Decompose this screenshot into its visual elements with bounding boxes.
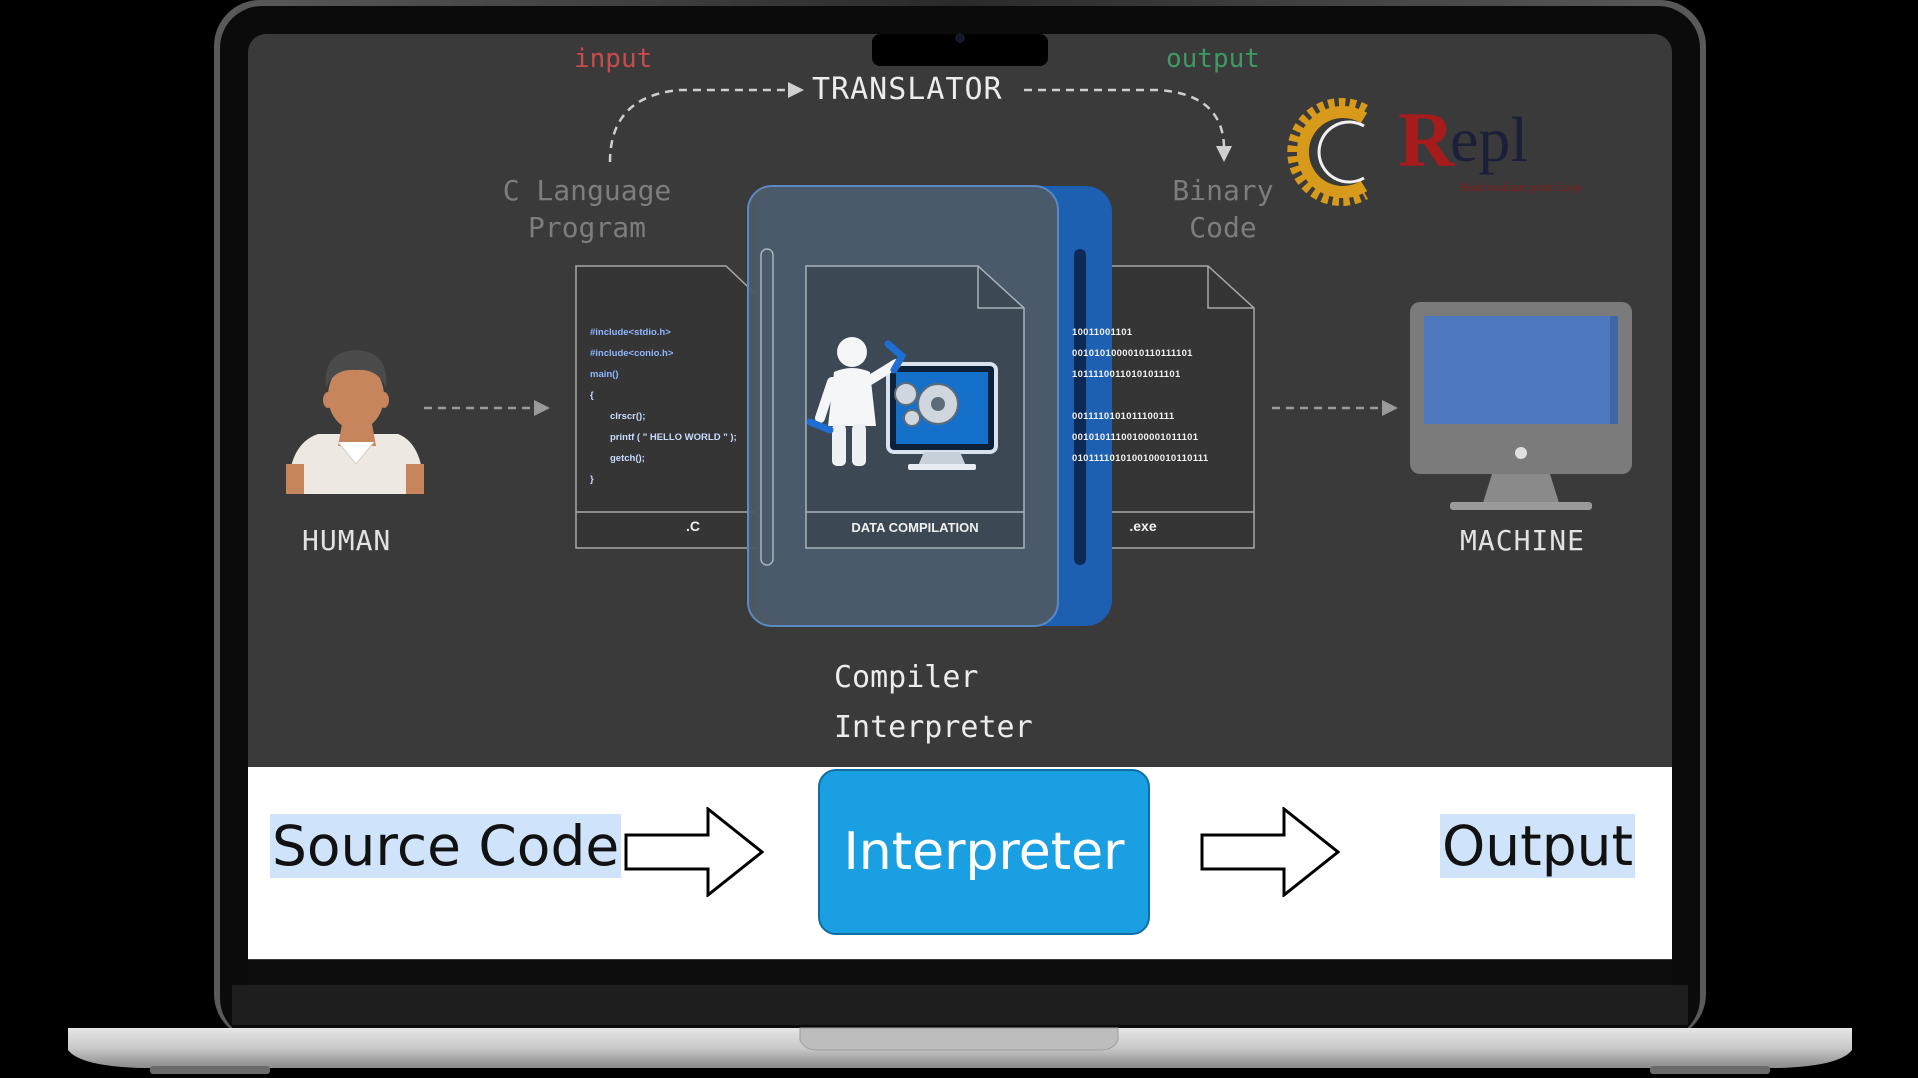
binary-type-label: Binary Code bbox=[1158, 172, 1288, 246]
repl-logo-text: epl bbox=[1450, 104, 1529, 175]
data-compilation-label: DATA COMPILATION bbox=[851, 520, 979, 535]
flow-interpreter-box: Interpreter bbox=[818, 769, 1150, 935]
engineer-computer-illustration bbox=[806, 337, 998, 470]
code-line: #include<stdio.h> bbox=[590, 327, 671, 338]
camera-notch bbox=[872, 34, 1048, 66]
binary-type-line2: Code bbox=[1189, 211, 1257, 244]
source-file-ext: .C bbox=[686, 518, 700, 534]
monitor-icon bbox=[1410, 302, 1632, 510]
input-label: input bbox=[574, 44, 653, 74]
input-curve-arrow bbox=[608, 88, 788, 163]
compiler-label: Compiler bbox=[834, 660, 979, 695]
binary-line bbox=[1072, 385, 1252, 406]
diagram-area: input TRANSLATOR output C Language Progr… bbox=[248, 34, 1672, 767]
human-avatar bbox=[286, 350, 424, 494]
code-line: } bbox=[590, 474, 594, 485]
source-type-line1: C Language bbox=[502, 174, 672, 207]
repl-logo-tagline: Read evaluate print Loop bbox=[1460, 180, 1582, 194]
human-label: HUMAN bbox=[302, 524, 392, 557]
interpreter-type-label: Interpreter bbox=[834, 710, 1033, 745]
source-code-text: #include<stdio.h> #include<conio.h> main… bbox=[590, 322, 760, 490]
binary-line: 10011001101 bbox=[1072, 327, 1133, 338]
code-line: clrscr(); bbox=[610, 411, 646, 422]
flow-strip: Source Code Interpreter Output bbox=[248, 767, 1672, 959]
translator-label: TRANSLATOR bbox=[812, 72, 1003, 107]
binary-line: 10111100110101011101 bbox=[1072, 369, 1181, 380]
binary-line: 0011110101011100111 bbox=[1072, 411, 1175, 422]
flow-source-code-text: Source Code bbox=[270, 814, 622, 878]
flow-output: Output bbox=[1440, 814, 1636, 878]
code-line: getch(); bbox=[610, 453, 645, 464]
flow-output-text: Output bbox=[1440, 814, 1636, 878]
output-curve-arrow bbox=[1024, 88, 1226, 147]
binary-line: 0010101000010110111101 bbox=[1072, 348, 1193, 359]
flow-source-code: Source Code bbox=[270, 814, 622, 878]
binary-code-text: 10011001101 0010101000010110111101 10111… bbox=[1072, 322, 1252, 469]
source-type-label: C Language Program bbox=[502, 172, 672, 246]
diagram-arrows bbox=[286, 82, 1632, 627]
binary-line: 0101111010100100010110111 bbox=[1072, 453, 1209, 464]
flow-arrow-1 bbox=[624, 807, 765, 897]
repl-logo-gear bbox=[1287, 98, 1368, 206]
binary-type-line1: Binary bbox=[1172, 174, 1274, 207]
output-label: output bbox=[1166, 44, 1260, 74]
exe-file-ext: .exe bbox=[1129, 518, 1157, 534]
binary-line: 00101011100100001011101 bbox=[1072, 432, 1199, 443]
source-type-line2: Program bbox=[527, 211, 646, 244]
repl-logo-initial: R bbox=[1398, 96, 1455, 183]
machine-label: MACHINE bbox=[1460, 524, 1586, 557]
code-line: printf ( " HELLO WORLD " ); bbox=[610, 432, 737, 443]
code-line: main() bbox=[590, 369, 619, 380]
flow-arrow-2 bbox=[1200, 807, 1341, 897]
code-line: #include<conio.h> bbox=[590, 348, 674, 359]
repl-logo: R epl Read evaluate print Loop bbox=[1398, 100, 1672, 210]
camera-icon bbox=[955, 33, 965, 43]
code-line: { bbox=[590, 390, 594, 401]
flow-interpreter-text: Interpreter bbox=[843, 822, 1125, 882]
